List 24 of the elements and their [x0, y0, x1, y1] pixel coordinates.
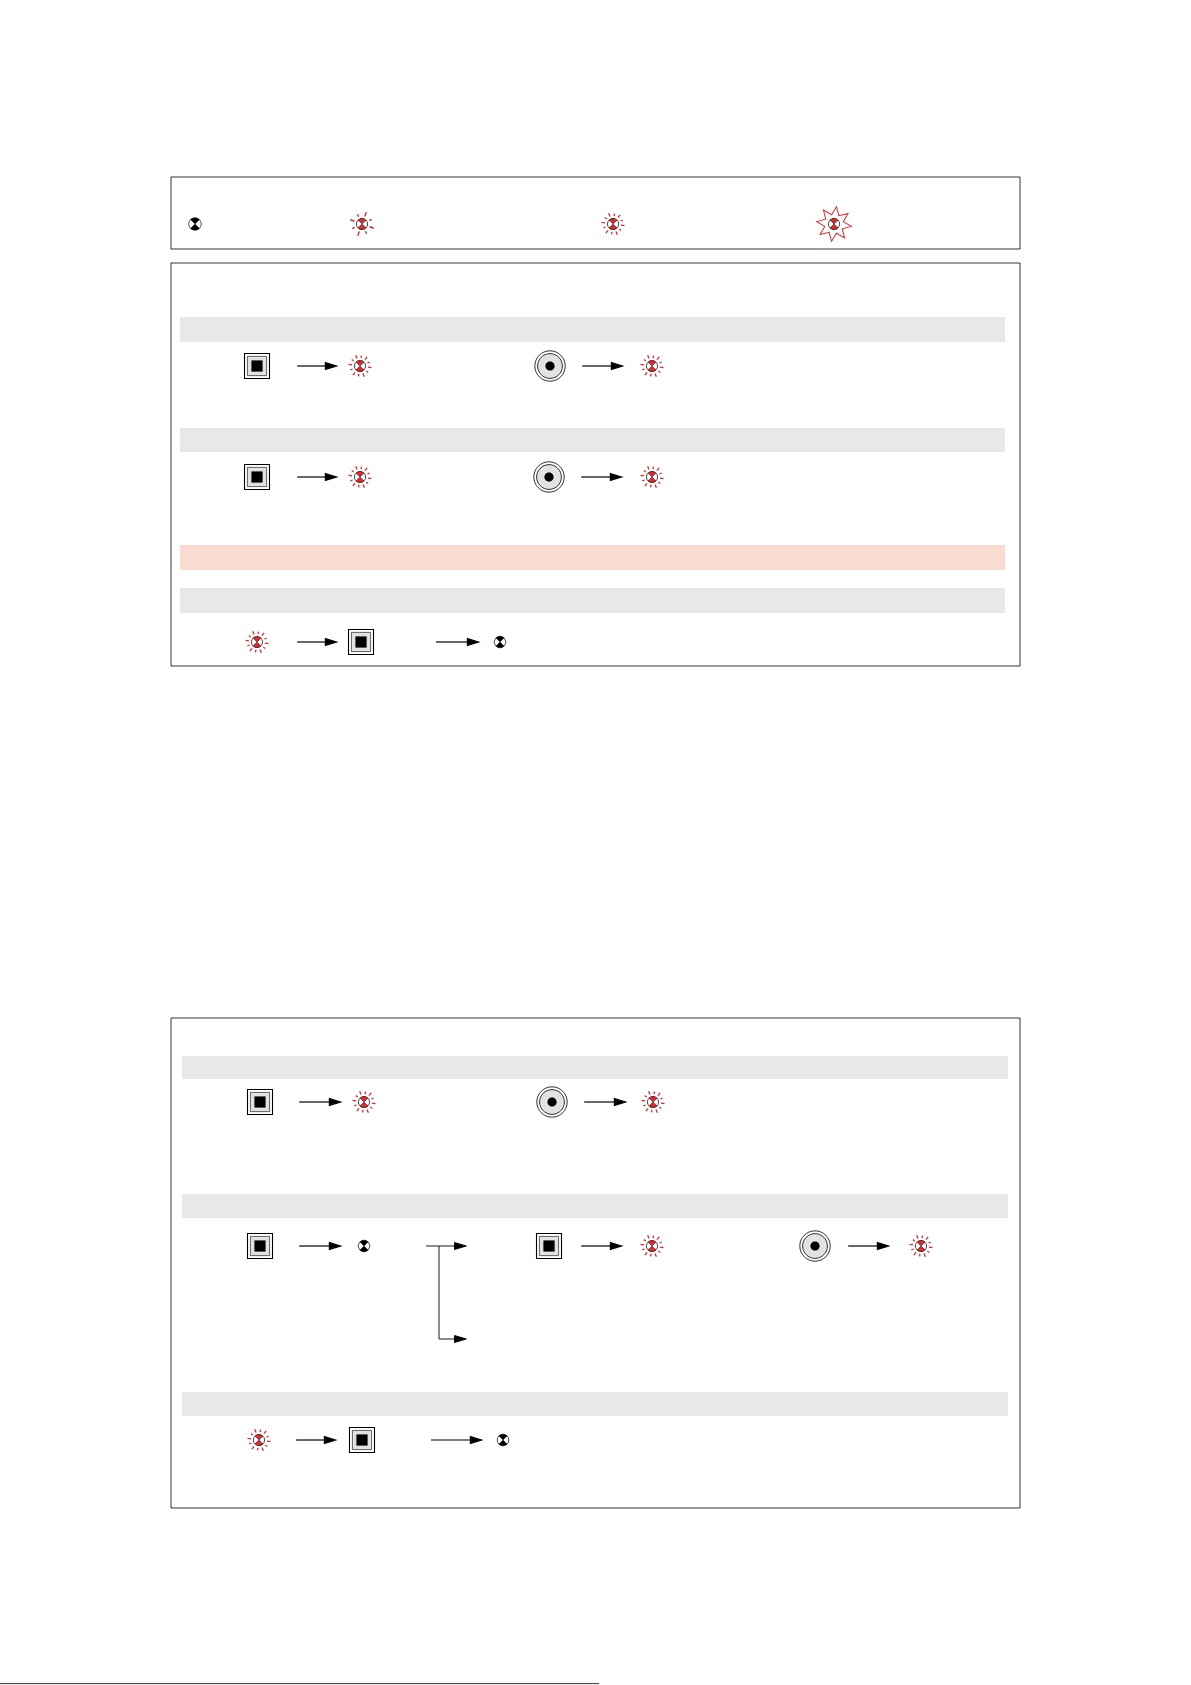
- led-icon: [357, 1239, 371, 1253]
- blinking-led-icon: [347, 354, 373, 378]
- led-icon: [496, 1433, 510, 1447]
- blinking-led-icon: [351, 1090, 377, 1114]
- round-button-icon: [799, 1230, 831, 1262]
- round-button-icon: [536, 1086, 568, 1118]
- square-button-icon: [535, 1232, 563, 1260]
- square-button-icon: [347, 628, 375, 656]
- square-button-icon: [246, 1088, 274, 1116]
- square-button-icon: [348, 1426, 376, 1454]
- blinking-led-icon: [244, 630, 270, 654]
- round-button-icon: [534, 350, 566, 382]
- blinking-led-icon: [640, 1090, 666, 1114]
- blinking-led-icon: [246, 1428, 272, 1452]
- blinking-led-icon: [639, 465, 665, 489]
- led-icon: [493, 635, 507, 649]
- square-button-icon: [243, 352, 271, 380]
- blinking-led-icon: [347, 465, 373, 489]
- round-button-icon: [533, 461, 565, 493]
- blinking-led-icon: [639, 1234, 665, 1258]
- blinking-led-icon: [639, 354, 665, 378]
- square-button-icon: [243, 463, 271, 491]
- square-button-icon: [246, 1232, 274, 1260]
- blinking-led-icon: [908, 1234, 934, 1258]
